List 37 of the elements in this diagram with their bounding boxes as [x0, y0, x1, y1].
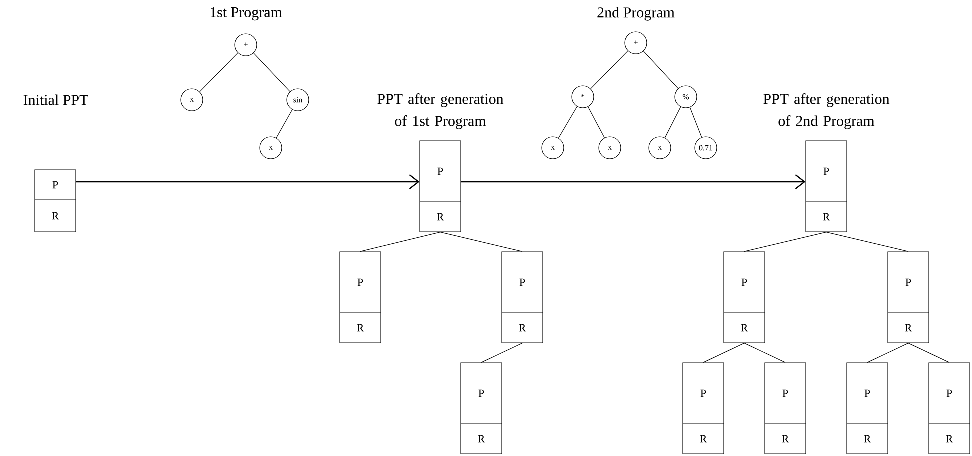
tree-edge: [664, 106, 682, 138]
tree-edge: [588, 106, 606, 138]
split-box: P R: [764, 362, 806, 454]
tree-edge: [253, 52, 291, 92]
split-box: P R: [846, 362, 888, 454]
tree-edge: [200, 52, 238, 92]
tree-edge: [440, 232, 523, 252]
title: 2nd Program: [598, 7, 675, 21]
box-title: PPT after generation of 1st Program: [378, 94, 504, 130]
tree-edge: [690, 107, 702, 138]
tree-edge: [590, 50, 628, 90]
tree-edge: [744, 343, 786, 363]
tree-edge: [908, 343, 950, 363]
split-box: P R: [420, 140, 462, 232]
split-box: P R: [34, 170, 76, 232]
split-box: P R: [460, 362, 502, 454]
tree-edge: [703, 343, 745, 363]
split-box: P R: [888, 252, 930, 344]
tree-edge: [558, 106, 578, 139]
tree-edge: [481, 343, 523, 363]
split-box: P R: [502, 252, 544, 344]
tree-edge: [867, 343, 909, 363]
arrow: [461, 174, 806, 190]
tree-edge: [643, 51, 679, 90]
box-title: PPT after generation of 2nd Program: [764, 94, 890, 130]
title: 1st Program: [210, 7, 282, 21]
tree-edge: [744, 232, 827, 252]
arrow: [76, 174, 420, 190]
tree-edge: [360, 232, 441, 252]
split-box: P R: [928, 362, 970, 454]
split-box: P R: [682, 362, 724, 454]
split-box: P R: [340, 252, 382, 344]
title: Initial PPT: [24, 94, 88, 106]
tree-edge: [826, 232, 909, 252]
tree-edge: [276, 110, 293, 138]
split-box: P R: [806, 140, 848, 232]
split-box: P R: [724, 252, 766, 344]
